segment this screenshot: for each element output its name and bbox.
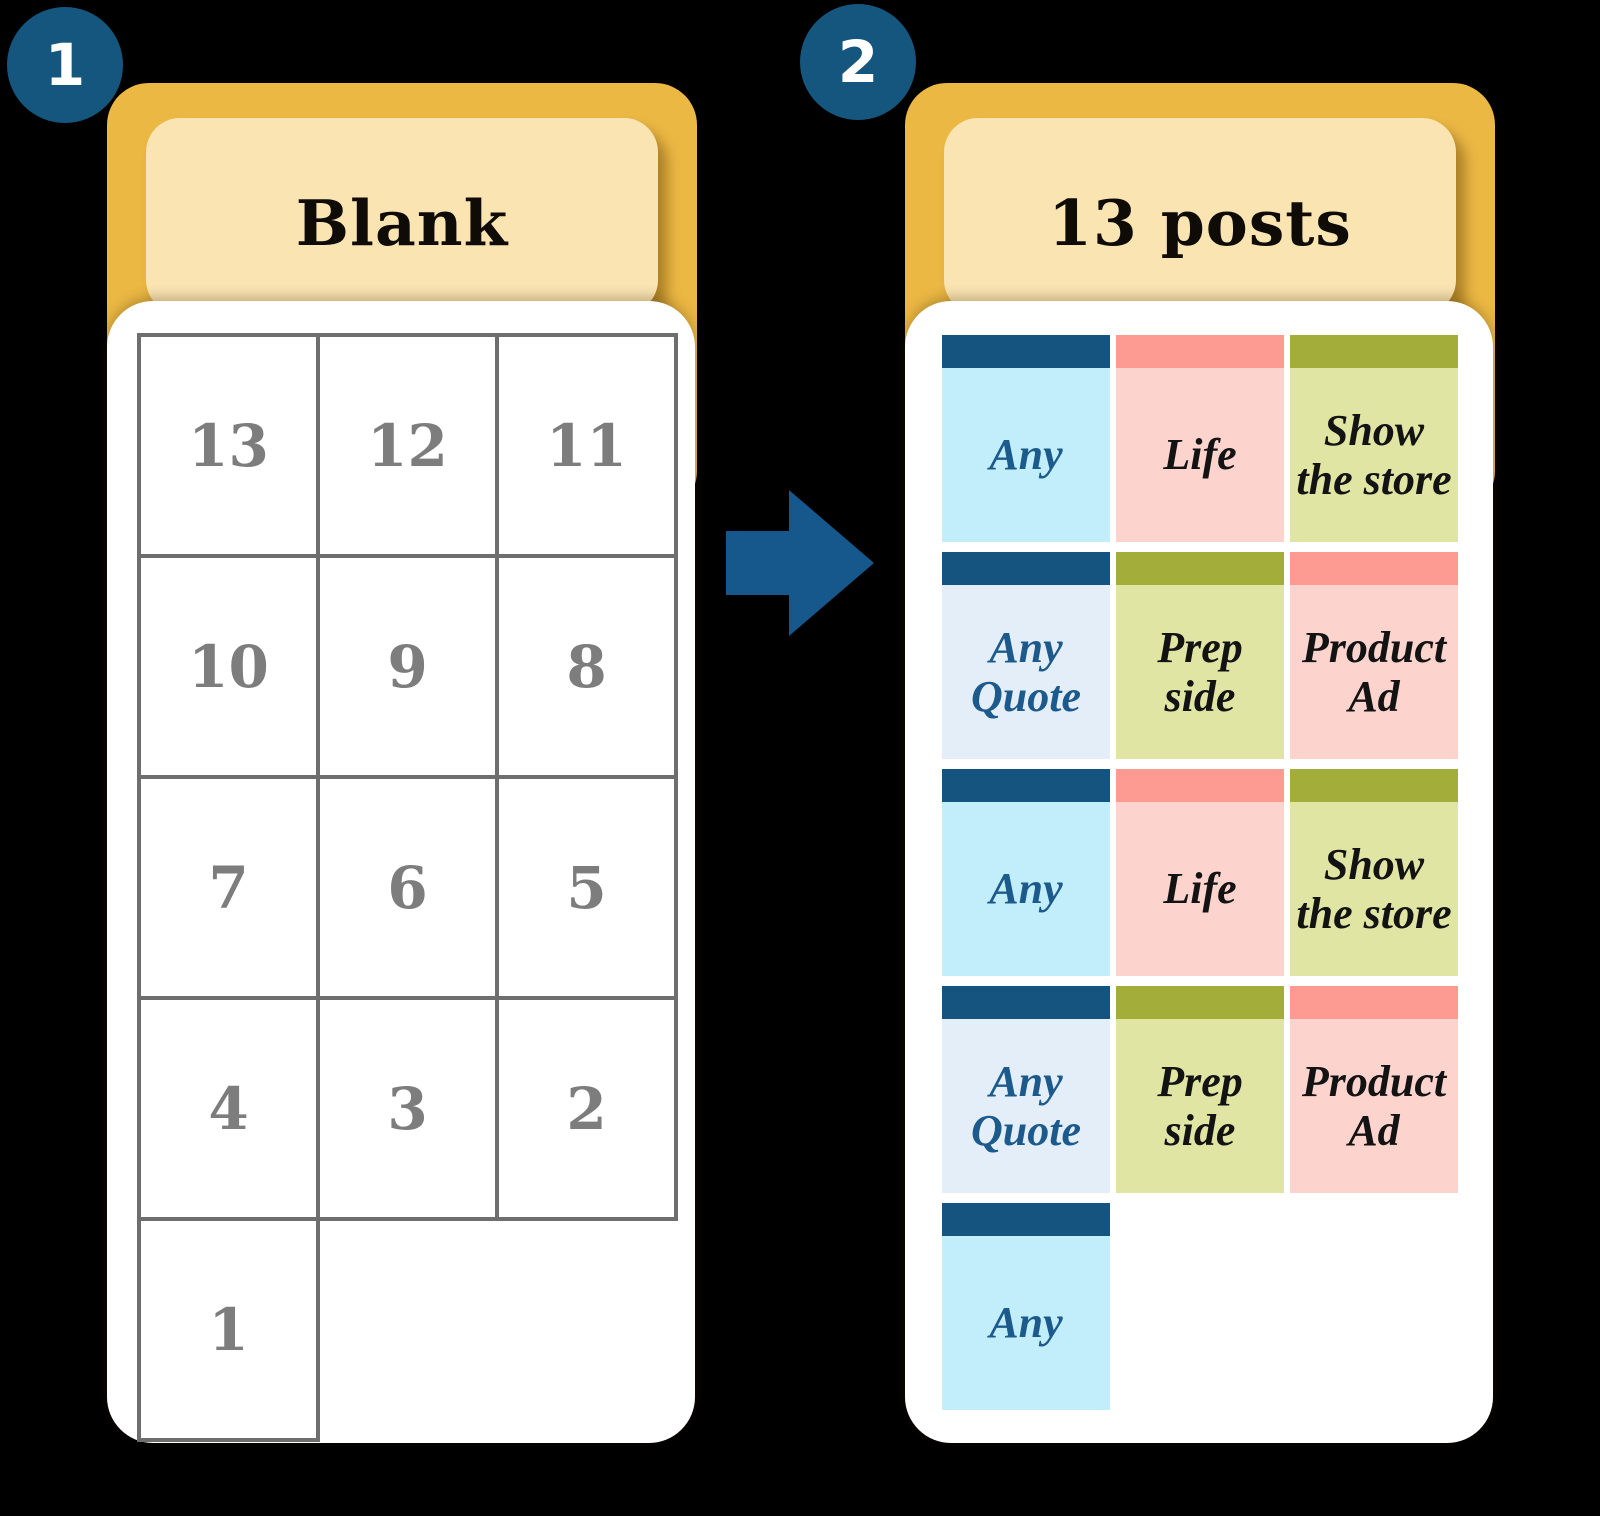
empty-slot [497,1219,676,1440]
post-cell: Show the store [1290,335,1458,542]
post-category-bar [942,769,1110,802]
right-arrow-icon [726,490,874,636]
post-label: Any [942,1236,1110,1410]
post-label: Show the store [1290,802,1458,976]
slot-number-cell: 1 [137,1217,320,1442]
post-cell: Any [942,769,1110,976]
post-category-bar [942,1203,1110,1236]
post-category-bar [1290,552,1458,585]
post-category-bar [1116,769,1284,802]
post-cell: Life [1116,769,1284,976]
post-label: Prep side [1116,1019,1284,1193]
post-label: Any [942,802,1110,976]
post-category-bar [1116,552,1284,585]
slot-number-cell: 13 [137,333,320,558]
slot-number-cell: 9 [316,554,499,779]
post-category-bar [942,552,1110,585]
slot-number-cell: 11 [495,333,678,558]
post-cell: Any Quote [942,986,1110,1193]
slot-number-cell: 10 [137,554,320,779]
slot-number-cell: 2 [495,996,678,1221]
post-label: Any Quote [942,585,1110,759]
panel-2-title: 13 posts [1048,186,1352,260]
grid-row: 1 [137,1217,676,1442]
post-label: Any [942,368,1110,542]
panel-1-header: Blank [146,118,658,314]
right-arrow-shape [726,490,874,636]
panel-1-title: Blank [295,186,509,260]
step-2-badge: 2 [800,4,916,120]
post-label: Product Ad [1290,1019,1458,1193]
post-cell: Any [942,1203,1110,1410]
slot-number-cell: 6 [316,775,499,1000]
post-cell: Product Ad [1290,552,1458,759]
slot-number-cell: 12 [316,333,499,558]
slot-number-cell: 3 [316,996,499,1221]
post-category-bar [1290,986,1458,1019]
post-cell: Product Ad [1290,986,1458,1193]
post-cell: Any Quote [942,552,1110,759]
step-1-number: 1 [44,31,86,99]
post-label: Show the store [1290,368,1458,542]
post-label: Life [1116,368,1284,542]
post-label: Life [1116,802,1284,976]
empty-slot [318,1219,497,1440]
post-cell: Prep side [1116,552,1284,759]
post-cell: Any [942,335,1110,542]
step-1-badge: 1 [7,7,123,123]
post-category-bar [1290,769,1458,802]
panel-2-header: 13 posts [944,118,1456,314]
slot-number-cell: 8 [495,554,678,779]
post-cell: Show the store [1290,769,1458,976]
post-label: Product Ad [1290,585,1458,759]
slot-number-cell: 4 [137,996,320,1221]
post-category-bar [1290,335,1458,368]
post-category-bar [1116,335,1284,368]
post-category-bar [942,335,1110,368]
post-category-bar [942,986,1110,1019]
post-cell: Life [1116,335,1284,542]
step-2-number: 2 [837,28,879,96]
slot-number-cell: 5 [495,775,678,1000]
post-cell: Prep side [1116,986,1284,1193]
post-label: Prep side [1116,585,1284,759]
post-category-bar [1116,986,1284,1019]
slot-number-cell: 7 [137,775,320,1000]
post-label: Any Quote [942,1019,1110,1193]
